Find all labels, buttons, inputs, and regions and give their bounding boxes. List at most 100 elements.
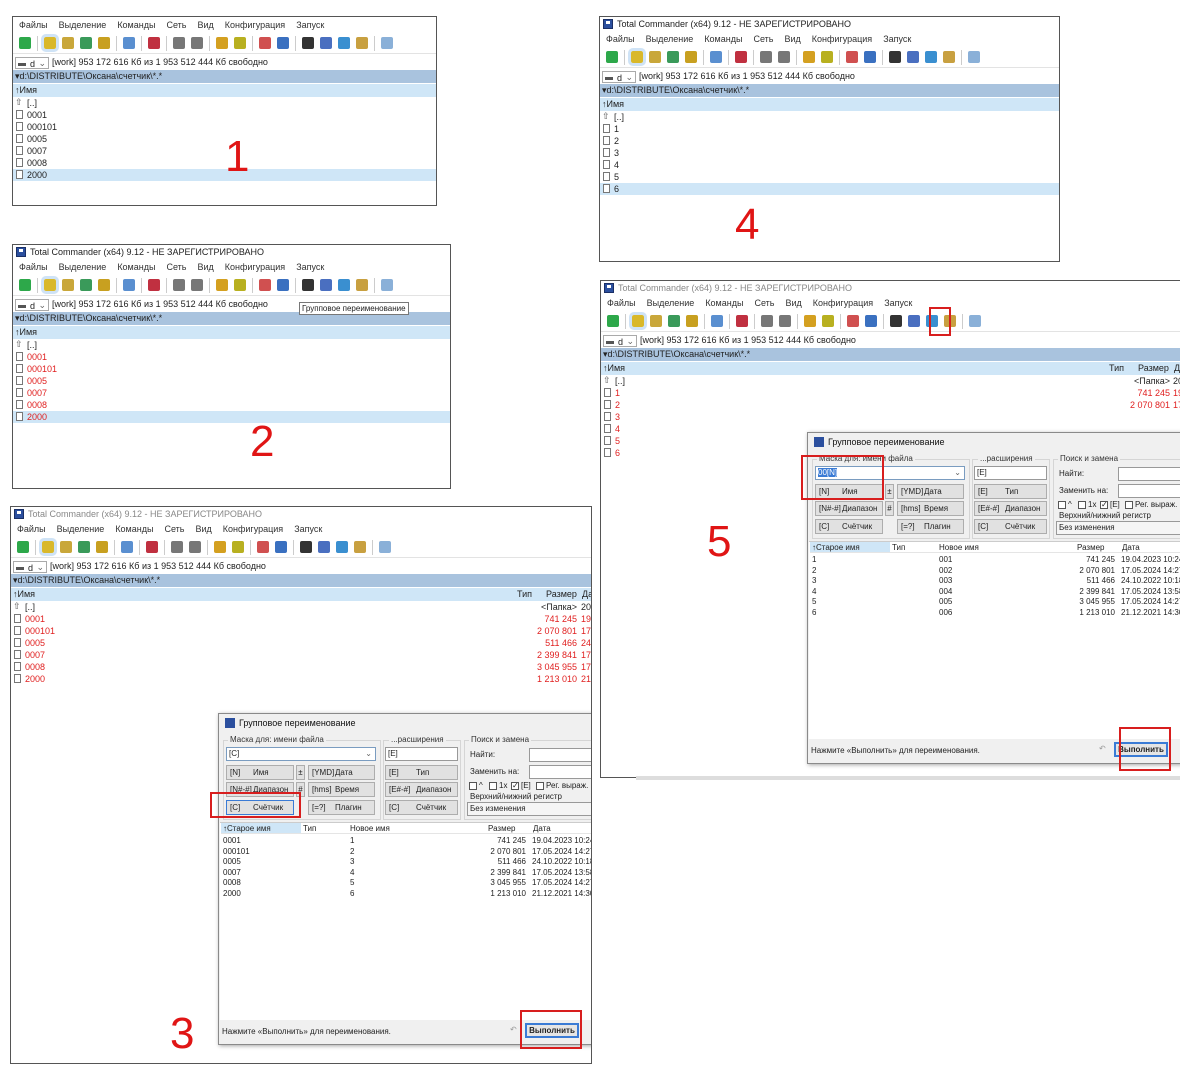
unpack-icon[interactable]: [822, 315, 834, 327]
url-icon[interactable]: [865, 315, 877, 327]
unpack-icon[interactable]: [232, 541, 244, 553]
plugin-button[interactable]: [=?]Плагин: [897, 519, 964, 534]
path-bar[interactable]: ▾d:\DISTRIBUTE\Оксана\счетчик\*.*: [13, 312, 450, 325]
menu-item-1[interactable]: Выделение: [646, 298, 695, 308]
select-icon[interactable]: [148, 37, 160, 49]
ext-input[interactable]: [E]: [385, 747, 458, 761]
multi-rename-icon[interactable]: [318, 541, 330, 553]
plus-minus-button[interactable]: ±: [296, 765, 305, 780]
replace-input[interactable]: [1118, 484, 1180, 498]
search-binoculars-icon[interactable]: [889, 51, 901, 63]
compare-icon[interactable]: [123, 37, 135, 49]
unpack-icon[interactable]: [234, 279, 246, 291]
run-button[interactable]: Выполнить: [525, 1023, 579, 1038]
pack-icon[interactable]: [216, 37, 228, 49]
list-header-1[interactable]: Тип: [890, 542, 937, 553]
brief-view-icon[interactable]: [629, 312, 647, 330]
menu-item-1[interactable]: Выделение: [58, 20, 107, 30]
drive-selector[interactable]: d⌄: [15, 298, 49, 311]
column-date[interactable]: Да: [582, 589, 592, 599]
detailed-view-icon[interactable]: [62, 279, 74, 291]
file-row[interactable]: 2000: [13, 169, 436, 181]
file-row[interactable]: 2: [600, 135, 1059, 147]
checkbox-3[interactable]: [536, 782, 544, 790]
brief-view-icon[interactable]: [39, 538, 57, 556]
select-icon[interactable]: [736, 315, 748, 327]
tree-view-icon[interactable]: [685, 51, 697, 63]
file-row[interactable]: 4: [600, 159, 1059, 171]
search-binoculars-icon[interactable]: [302, 279, 314, 291]
drive-selector[interactable]: d⌄: [15, 56, 49, 69]
menu-item-0[interactable]: Файлы: [607, 298, 636, 308]
forward-arrow-icon[interactable]: [191, 37, 203, 49]
checkbox-0[interactable]: [469, 782, 477, 790]
drive-selector[interactable]: d⌄: [603, 334, 637, 347]
search-binoculars-icon[interactable]: [890, 315, 902, 327]
refresh-icon[interactable]: [19, 37, 31, 49]
notepad-icon[interactable]: [969, 315, 981, 327]
column-name[interactable]: ↑Имя: [603, 363, 626, 373]
ftp-icon[interactable]: [846, 51, 858, 63]
forward-arrow-icon[interactable]: [189, 541, 201, 553]
file-row[interactable]: 6: [600, 183, 1059, 195]
checkbox-1[interactable]: [489, 782, 497, 790]
notepad-icon[interactable]: [381, 279, 393, 291]
copy-names-icon[interactable]: [943, 51, 955, 63]
tree-view-icon[interactable]: [686, 315, 698, 327]
mask-dropdown-chevron-icon[interactable]: ⌄: [365, 749, 372, 758]
copy-names-icon[interactable]: [356, 279, 368, 291]
thumbnails-icon[interactable]: [667, 51, 679, 63]
ext-input[interactable]: [E]: [974, 466, 1047, 480]
range-button[interactable]: [N#-#]Диапазон: [815, 501, 883, 516]
mask-input[interactable]: 00[N]⌄: [815, 466, 965, 480]
undo-icon[interactable]: ↶: [1099, 744, 1106, 753]
multi-rename-icon[interactable]: [908, 315, 920, 327]
menu-item-3[interactable]: Сеть: [753, 34, 774, 44]
brief-view-icon[interactable]: [628, 48, 646, 66]
menu-item-5[interactable]: Конфигурация: [222, 524, 284, 534]
list-header-1[interactable]: Тип: [301, 823, 348, 834]
file-row[interactable]: 5: [601, 435, 1180, 447]
copy-names-icon[interactable]: [356, 37, 368, 49]
file-row[interactable]: 0001: [13, 109, 436, 121]
thumbnails-icon[interactable]: [80, 279, 92, 291]
plus-minus-button[interactable]: ±: [885, 484, 894, 499]
compare-icon[interactable]: [121, 541, 133, 553]
list-header-0[interactable]: ↑Старое имя: [810, 542, 890, 553]
menu-item-4[interactable]: Вид: [785, 298, 802, 308]
thumbnails-icon[interactable]: [78, 541, 90, 553]
refresh-icon[interactable]: [17, 541, 29, 553]
list-header-3[interactable]: Размер: [486, 823, 531, 834]
file-row[interactable]: 0005: [13, 133, 436, 145]
forward-arrow-icon[interactable]: [778, 51, 790, 63]
menu-item-0[interactable]: Файлы: [19, 262, 48, 272]
back-arrow-icon[interactable]: [173, 279, 185, 291]
sync-dirs-icon[interactable]: [336, 541, 348, 553]
column-size[interactable]: Размер: [1138, 363, 1169, 373]
ext-range-button[interactable]: [E#-#]Диапазон: [974, 501, 1047, 516]
checkbox-2[interactable]: ✓: [1100, 500, 1108, 509]
file-row-parent[interactable]: ⇧[..]<Папка>20.: [11, 601, 591, 613]
name-button[interactable]: [N]Имя: [226, 765, 294, 780]
detailed-view-icon[interactable]: [650, 315, 662, 327]
file-row[interactable]: 0005: [13, 375, 450, 387]
sync-dirs-icon[interactable]: [338, 37, 350, 49]
menu-item-6[interactable]: Запуск: [296, 20, 325, 30]
column-size[interactable]: Размер: [546, 589, 577, 599]
menu-item-1[interactable]: Выделение: [56, 524, 105, 534]
search-binoculars-icon[interactable]: [302, 37, 314, 49]
select-icon[interactable]: [735, 51, 747, 63]
checkbox-0[interactable]: [1058, 501, 1066, 509]
drive-selector[interactable]: d⌄: [13, 560, 47, 573]
select-icon[interactable]: [146, 541, 158, 553]
compare-icon[interactable]: [710, 51, 722, 63]
url-icon[interactable]: [277, 279, 289, 291]
time-button[interactable]: [hms]Время: [897, 501, 964, 516]
ftp-icon[interactable]: [257, 541, 269, 553]
mask-input[interactable]: [C]⌄: [226, 747, 376, 761]
file-row[interactable]: 4: [601, 423, 1180, 435]
